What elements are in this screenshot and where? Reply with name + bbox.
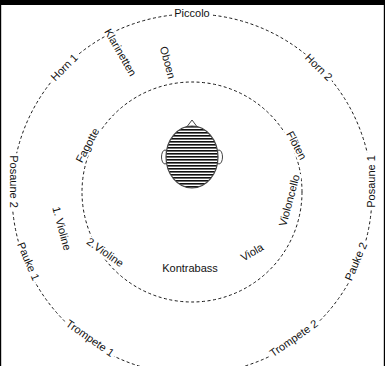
top-bar [0,0,385,5]
outer-ring [12,14,372,366]
instrument-label: Trompete 2 [266,316,321,359]
instrument-label: Fagotte [73,124,102,166]
instrument-label: Klarinetten [101,25,139,80]
instrument-label: Pauke 1 [14,238,41,283]
instrument-label: Flöten [283,127,309,163]
instrument-label: Oboen [158,43,178,82]
instrument-label: Horn 2 [302,50,336,84]
right-rule [384,0,385,366]
instrument-label: Violoncello [277,171,302,229]
instrument-label: Trompete 1 [62,316,117,359]
instrument-label: 1. Violine [50,203,73,253]
instrument-label: Posaune 1 [365,153,376,210]
instrument-label: Piccolo [172,8,211,19]
instrument-label: Kontrabass [160,263,220,274]
inner-ring [82,82,302,302]
instrument-label: Viola [237,240,267,264]
instrument-label: Horn 1 [48,50,82,84]
instrument-label: Posaune 2 [8,153,19,210]
instrument-label: 2.Violine [83,234,127,269]
instrument-label: Pauke 2 [342,238,369,283]
listener-head [162,120,223,188]
left-rule [0,0,1,366]
